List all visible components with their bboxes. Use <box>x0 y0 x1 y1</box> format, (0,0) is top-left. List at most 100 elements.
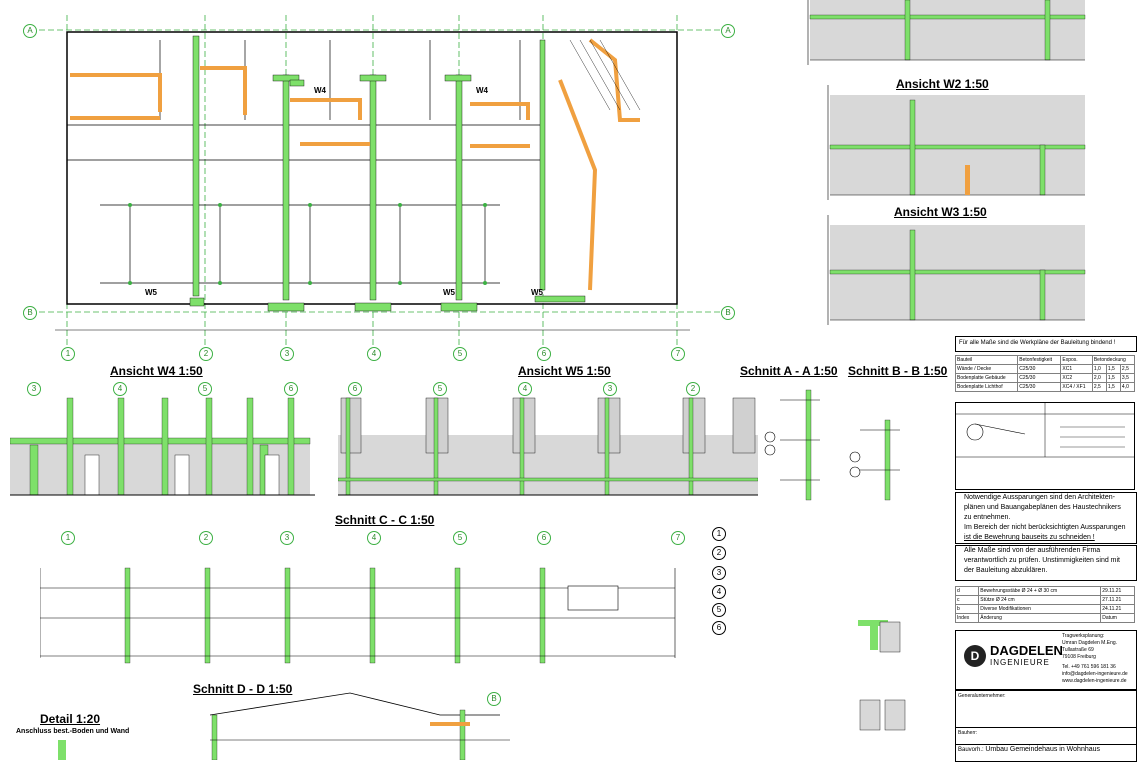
title-schnitt-dd: Schnitt D - D 1:50 <box>193 682 293 696</box>
title-ansicht-w2: Ansicht W2 1:50 <box>896 77 989 91</box>
detail-subtitle: Anschluss best.-Boden und Wand <box>16 728 130 735</box>
w4-axis-4: 4 <box>113 382 127 396</box>
company-tel: Tel. +49 761 596 181 36 <box>1062 664 1116 670</box>
cc-axis-5: 5 <box>453 531 467 545</box>
w5-axis-3: 3 <box>603 382 617 396</box>
openings-line-1: plänen und Bauangabeplänen des Haustechn… <box>964 504 1121 511</box>
company-block: D DAGDELEN INGENIEURE Tragwerksplanung: … <box>955 630 1137 690</box>
rev-0-text: Bewehrungsstäbe Ø 24 + Ø 30 cm <box>978 586 1102 596</box>
company-person: Umran Dagdelen M.Eng. <box>1062 640 1118 646</box>
mt-r0c3: 1,0 <box>1091 364 1107 374</box>
rev-h-text: Änderung <box>978 613 1102 623</box>
rev-1-idx: c <box>954 595 980 605</box>
mt-r1c0: Bodenplatte Gebäude <box>954 373 1019 383</box>
grid-axis-2: 2 <box>199 347 213 361</box>
company-sub: INGENIEURE <box>990 658 1050 667</box>
grid-axis-5: 5 <box>453 347 467 361</box>
cc-axis-2: 2 <box>199 531 213 545</box>
plan-label-w5c: W5 <box>531 288 543 297</box>
mt-r1c3: 2,0 <box>1091 373 1107 383</box>
company-mail: info@dagdelen-ingenieure.de <box>1062 671 1128 677</box>
rebar-detail-box <box>955 402 1135 490</box>
w5-axis-4: 4 <box>518 382 532 396</box>
mt-r2c3: 2,5 <box>1091 382 1107 392</box>
company-web: www.dagdelen-ingenieure.de <box>1062 678 1127 684</box>
dimensions-note: Alle Maße sind von der ausführenden Firm… <box>955 545 1137 581</box>
plan-label-w4b: W4 <box>476 86 488 95</box>
rev-h-date: Datum <box>1100 613 1135 623</box>
rev-h-idx: Index <box>954 613 980 623</box>
material-table: Bauteil Betonfestigkeit Expos. Betondeck… <box>954 355 1136 392</box>
grid-axis-b-left: B <box>23 306 37 320</box>
mt-h0: Bauteil <box>954 355 1019 365</box>
grid-axis-4: 4 <box>367 347 381 361</box>
rev-2-text: Diverse Modifikationen <box>978 604 1102 614</box>
wall-connection-details <box>858 620 906 731</box>
binding-note: Für alle Maße sind die Werkpläne der Bau… <box>955 336 1137 352</box>
tb-project: Umbau Gemeindehaus in Wohnhaus <box>985 746 1101 753</box>
plan-label-w5a: W5 <box>145 288 157 297</box>
ansicht-w5 <box>338 397 758 496</box>
company-street: Tullastraße 69 <box>1062 647 1094 653</box>
mt-r1c1: C25/30 <box>1017 373 1062 383</box>
tb-contractor: Generalunternehmer: <box>958 693 1006 699</box>
grid-axis-7: 7 <box>671 347 685 361</box>
grid-axis-6: 6 <box>537 347 551 361</box>
rev-2-date: 24.11.21 <box>1100 604 1135 614</box>
title-schnitt-cc: Schnitt C - C 1:50 <box>335 513 435 527</box>
rev-2-idx: b <box>954 604 980 614</box>
mt-r0c2: XC1 <box>1060 364 1093 374</box>
company-name: DAGDELEN <box>990 643 1063 658</box>
grid-axis-b-right: B <box>721 306 735 320</box>
w5-axis-5: 5 <box>433 382 447 396</box>
mt-r1c5: 3,5 <box>1119 373 1136 383</box>
ansicht-w4 <box>10 397 315 496</box>
cc-axis-3: 3 <box>280 531 294 545</box>
mt-r2c4: 1,5 <box>1105 382 1121 392</box>
title-ansicht-w4: Ansicht W4 1:50 <box>110 364 203 378</box>
plan-label-w4a: W4 <box>314 86 326 95</box>
openings-line-2: zu entnehmen. <box>964 514 1011 521</box>
title-schnitt-aa: Schnitt A - A 1:50 <box>740 364 838 378</box>
w4-axis-3: 3 <box>27 382 41 396</box>
mt-r1c2: XC2 <box>1060 373 1093 383</box>
company-role: Tragwerksplanung: <box>1062 633 1105 639</box>
mt-r0c4: 1,5 <box>1105 364 1121 374</box>
mt-r0c5: 2,5 <box>1119 364 1136 374</box>
mt-h1: Betonfestigkeit <box>1017 355 1062 365</box>
title-schnitt-bb: Schnitt B - B 1:50 <box>848 364 948 378</box>
mt-r0c0: Wände / Decke <box>954 364 1019 374</box>
legend-item-6: 6 <box>712 621 726 635</box>
w5-axis-2: 2 <box>686 382 700 396</box>
openings-line-0: Notwendige Aussparungen sind den Archite… <box>964 494 1115 501</box>
dim-line-2: der Bauleitung abzuklären. <box>964 567 1048 574</box>
mt-r2c5: 4,0 <box>1119 382 1136 392</box>
sections-ab <box>764 389 900 501</box>
title-block: Generalunternehmer: Bauherr: Bauvorh.: U… <box>955 690 1137 762</box>
rev-1-date: 27.11.21 <box>1100 595 1135 605</box>
cc-axis-4: 4 <box>367 531 381 545</box>
tb-client: Bauherr: <box>958 730 978 736</box>
tb-project-label: Bauvorh.: <box>958 747 984 753</box>
cc-axis-7: 7 <box>671 531 685 545</box>
title-ansicht-w3: Ansicht W3 1:50 <box>894 205 987 219</box>
cc-axis-1: 1 <box>61 531 75 545</box>
legend-item-4: 4 <box>712 585 726 599</box>
w4-axis-6: 6 <box>284 382 298 396</box>
mt-r1c4: 1,5 <box>1105 373 1121 383</box>
schnitt-cc <box>40 567 676 664</box>
mt-h2: Expos. <box>1060 355 1093 365</box>
mt-r2c0: Bodenplatte Lichthof <box>954 382 1019 392</box>
binding-note-text: Für alle Maße sind die Werkpläne der Bau… <box>959 340 1116 346</box>
legend-item-1: 1 <box>712 527 726 541</box>
rev-1-text: Stütze Ø 24 cm <box>978 595 1102 605</box>
mt-r0c1: C25/30 <box>1017 364 1062 374</box>
legend-item-2: 2 <box>712 546 726 560</box>
title-detail: Detail 1:20 <box>40 712 101 726</box>
rev-0-date: 29.11.21 <box>1100 586 1135 596</box>
legend-item-3: 3 <box>712 566 726 580</box>
dim-line-1: verantwortlich zu prüfen. Unstimmigkeite… <box>964 557 1121 564</box>
title-ansicht-w5: Ansicht W5 1:50 <box>518 364 611 378</box>
grid-axis-3: 3 <box>280 347 294 361</box>
